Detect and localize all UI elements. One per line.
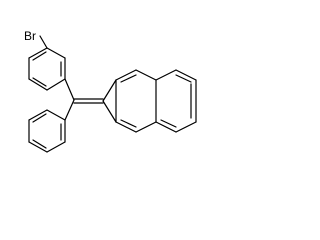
ring-bond <box>175 69 197 81</box>
ring-double-bond <box>175 74 192 83</box>
ring-bond <box>28 141 48 153</box>
chemical-structure-drawing: Br <box>24 29 197 153</box>
phenyl-ring <box>28 109 66 153</box>
ring-double-bond <box>32 51 47 61</box>
ring-bond <box>46 78 66 91</box>
ring-bond <box>46 109 66 121</box>
naphthalene-right-ring <box>155 69 197 133</box>
ring-bond <box>115 121 137 133</box>
ring-double-bond <box>32 113 47 123</box>
ring-bond <box>135 69 157 81</box>
aryl-central-bond <box>64 78 75 101</box>
ring-double-bond <box>32 139 47 149</box>
ring-bond <box>155 121 177 133</box>
ring-bond <box>28 109 48 121</box>
ring-bond <box>175 121 197 133</box>
ring-bond <box>28 78 48 91</box>
ring-bond <box>135 121 157 133</box>
central-phenyl-bond <box>64 99 75 121</box>
structure-canvas: Br <box>24 29 197 153</box>
naphthalene-left-ring <box>115 69 157 133</box>
ring-bond <box>115 69 137 81</box>
ring-bond <box>46 47 66 59</box>
bromine-atom-label: Br <box>24 29 36 43</box>
ring-double-bond <box>120 119 137 128</box>
ring-double-bond <box>160 119 177 128</box>
br-ring-bond <box>39 35 48 49</box>
cyclopropene-ring <box>102 79 117 123</box>
ring-bond <box>155 69 177 81</box>
ring-bond <box>102 79 117 102</box>
bromophenyl-ring <box>28 47 66 91</box>
ring-bond <box>46 141 66 153</box>
ring-bond <box>28 47 48 59</box>
ring-double-bond <box>120 74 137 83</box>
ring-bond <box>102 100 117 123</box>
ring-double-bond <box>32 77 47 87</box>
